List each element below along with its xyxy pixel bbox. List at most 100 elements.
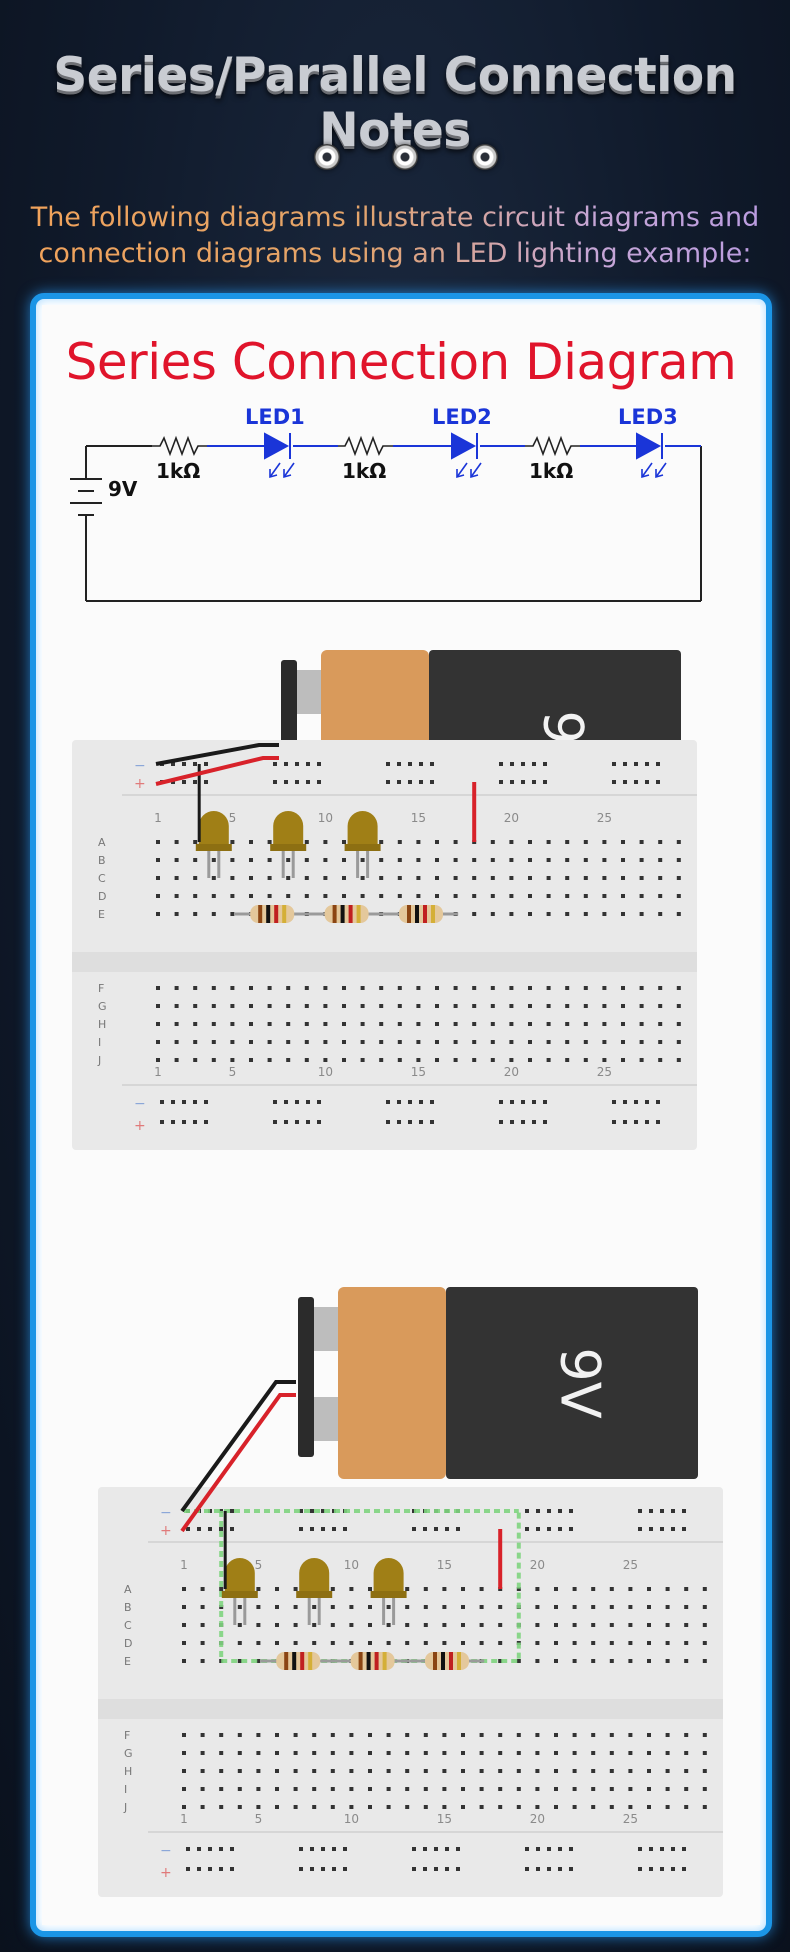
hole (230, 876, 235, 880)
rail-hole (317, 1100, 321, 1104)
rail-hole (306, 1100, 310, 1104)
hole (219, 1733, 224, 1737)
hole (182, 1659, 186, 1663)
hole (702, 1605, 707, 1609)
hole (304, 1022, 309, 1026)
hole (368, 1587, 372, 1591)
rail-hole (193, 1120, 197, 1124)
hole (479, 1733, 484, 1737)
hole (498, 1805, 503, 1809)
rail-hole (638, 1527, 642, 1531)
row-label: H (98, 1018, 106, 1031)
rail-hole (306, 762, 310, 766)
hole (472, 986, 477, 990)
hole (461, 1623, 465, 1627)
hole (267, 894, 272, 898)
row-label: C (98, 872, 106, 885)
rail-hole (660, 1527, 664, 1531)
column-number: 10 (344, 1812, 359, 1826)
hole (565, 876, 570, 880)
hole (591, 1787, 596, 1791)
rail-hole (284, 762, 288, 766)
hole (591, 1587, 596, 1591)
rail-hole (310, 1847, 314, 1851)
hole (286, 1004, 291, 1008)
hole (565, 912, 570, 916)
hole (397, 840, 402, 844)
hole (546, 1058, 551, 1062)
rail-hole (660, 1509, 664, 1513)
rail-hole (273, 762, 277, 766)
rail-hole (408, 762, 412, 766)
hole (658, 1004, 663, 1008)
hole (535, 1605, 540, 1609)
hole (342, 1058, 346, 1062)
row-label: D (98, 890, 106, 903)
rail-hole (295, 1120, 299, 1124)
rail-hole (310, 1509, 314, 1513)
hole (509, 1058, 514, 1062)
hole (479, 1587, 484, 1591)
rail-hole (299, 1867, 303, 1871)
rail-hole (343, 1527, 347, 1531)
hole (182, 1787, 186, 1791)
hole (583, 1022, 588, 1026)
hole (200, 1623, 205, 1627)
rail-hole (499, 1120, 503, 1124)
rail-hole (332, 1847, 336, 1851)
rail-hole (532, 780, 536, 784)
rail-hole (558, 1509, 562, 1513)
rail-hole (423, 1847, 427, 1851)
hole (528, 840, 532, 844)
hole (230, 858, 235, 862)
hole (628, 1751, 633, 1755)
row-label: B (98, 854, 106, 867)
hole (684, 1769, 689, 1773)
resistor-1 (276, 1652, 321, 1670)
hole (583, 1040, 588, 1044)
rail-hole (204, 1100, 208, 1104)
diagram-panel: Series Connection Diagram (30, 293, 772, 1937)
hole (479, 1623, 484, 1627)
resistor-band (431, 905, 435, 923)
hole (423, 1751, 428, 1755)
hole (565, 840, 570, 844)
hole (423, 1805, 428, 1809)
hole (349, 1641, 354, 1645)
rail-hole (543, 1100, 547, 1104)
hole (647, 1587, 651, 1591)
rail-hole (569, 1847, 573, 1851)
hole (665, 1587, 670, 1591)
rail-hole (419, 762, 423, 766)
rail-plus-label: + (134, 776, 146, 792)
hole (405, 1751, 410, 1755)
hole (275, 1623, 279, 1627)
hole (323, 876, 328, 880)
hole (658, 912, 663, 916)
rail-hole (321, 1867, 325, 1871)
rail-hole (310, 1867, 314, 1871)
hole (405, 1605, 410, 1609)
hole (602, 1022, 607, 1026)
hole (156, 1004, 160, 1008)
hole (572, 1587, 577, 1591)
hole (461, 1605, 465, 1609)
rail-hole (525, 1509, 529, 1513)
hole (490, 1058, 495, 1062)
rail-hole (171, 1100, 175, 1104)
hole (397, 1022, 402, 1026)
hole (435, 1022, 439, 1026)
hole (416, 840, 421, 844)
column-number: 1 (154, 1065, 162, 1079)
hole (304, 986, 309, 990)
hole (658, 986, 663, 990)
hole (684, 1659, 689, 1663)
rail-hole (623, 780, 627, 784)
column-number: 25 (623, 1558, 638, 1572)
hole (591, 1769, 596, 1773)
hole (472, 894, 477, 898)
hole (472, 1004, 477, 1008)
column-number: 25 (623, 1812, 638, 1826)
hole (609, 1805, 614, 1809)
hole (509, 840, 514, 844)
